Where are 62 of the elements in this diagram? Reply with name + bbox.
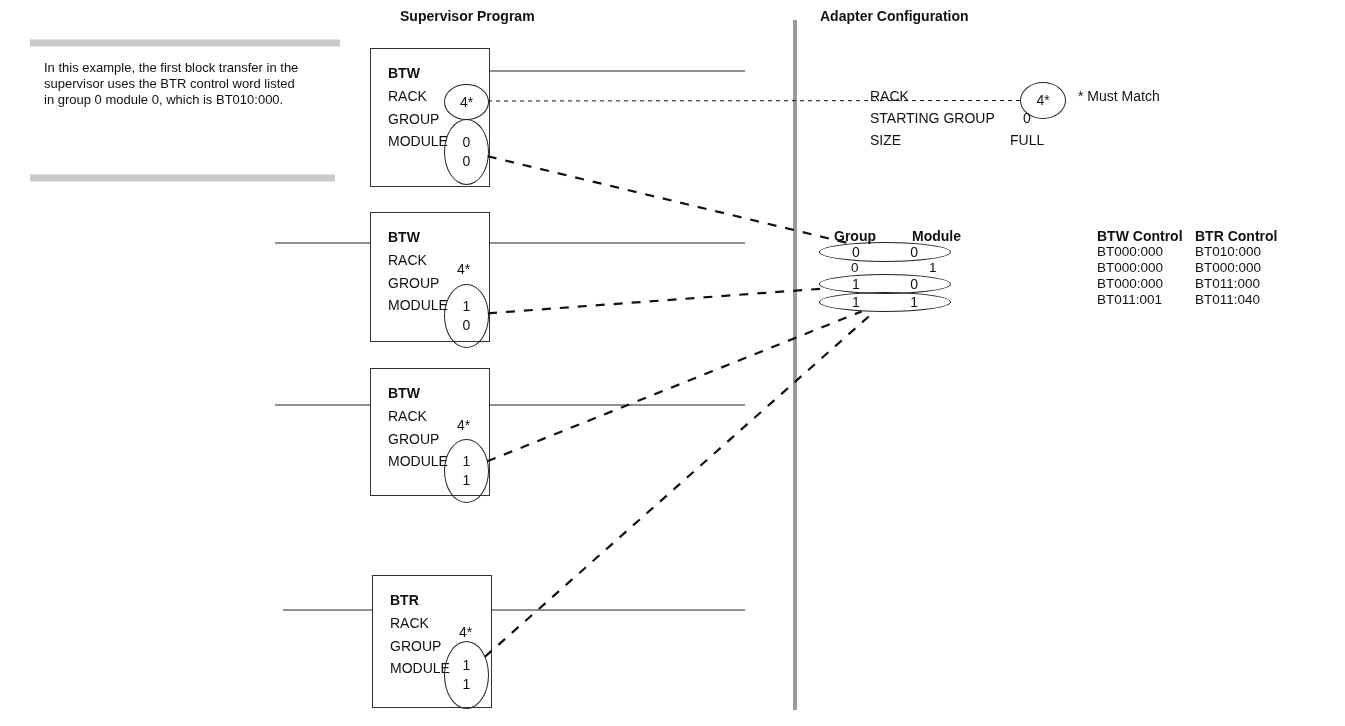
section-heading: Supervisor Program	[400, 8, 535, 24]
value-text: 0	[852, 243, 860, 262]
field-label: GROUP	[388, 275, 440, 291]
column-header: Group	[834, 228, 876, 244]
instruction-name: BTW	[388, 229, 420, 245]
section-heading: Adapter Configuration	[820, 8, 969, 24]
value-text: 1	[852, 292, 860, 312]
table-cell: BT011:040	[1195, 292, 1261, 308]
field-label: RACK	[390, 615, 429, 631]
instruction-block	[370, 48, 490, 187]
table-cell: 1	[929, 260, 937, 276]
field-label: GROUP	[388, 431, 440, 447]
value-text: 1	[462, 675, 471, 694]
table-cell: 0	[851, 260, 859, 276]
instruction-name: BTR	[390, 592, 419, 608]
column-header: BTR Control	[1195, 228, 1278, 244]
value-text: 1	[910, 292, 918, 312]
table-cell: BT000:000	[1195, 260, 1262, 276]
value-text: 0	[462, 133, 471, 152]
field-label: RACK	[388, 408, 427, 424]
value-text: 1	[462, 471, 471, 490]
table-cell: BT000:000	[1097, 276, 1164, 292]
field-label: MODULE	[388, 133, 448, 149]
value-text: 1	[852, 274, 860, 294]
field-label: MODULE	[388, 453, 448, 469]
field-label: STARTING GROUP	[870, 110, 995, 126]
value-text: 4*	[457, 417, 471, 433]
field-label: SIZE	[870, 132, 902, 148]
value-text: 4*	[1036, 91, 1050, 110]
table-cell: BT010:000	[1195, 244, 1262, 260]
table-cell: BT011:001	[1097, 292, 1163, 308]
field-label: RACK	[388, 88, 427, 104]
value-text: 0	[1023, 110, 1031, 126]
value-text: 0	[462, 152, 471, 171]
table-cell: BT011:000	[1195, 276, 1261, 292]
field-label: GROUP	[390, 638, 442, 654]
table-cell: BT000:000	[1097, 244, 1164, 260]
value-text: 0	[462, 316, 471, 335]
leader-line	[487, 100, 1021, 102]
instruction-name: BTW	[388, 65, 420, 81]
field-label: MODULE	[388, 297, 448, 313]
value-text: 4*	[457, 261, 471, 277]
note-text: In this example, the first block transfer in the supervisor uses the BTR control word listed in group 0 module 0, which is BT010:000.	[44, 60, 300, 108]
value-text: 1	[462, 297, 471, 316]
value-text: FULL	[1010, 132, 1045, 148]
value-text: 4*	[459, 624, 473, 640]
field-label: GROUP	[388, 111, 440, 127]
value-text: 0	[910, 274, 918, 294]
table-cell: BT000:000	[1097, 260, 1164, 276]
instruction-name: BTW	[388, 385, 420, 401]
footnote-text: * Must Match	[1078, 88, 1160, 104]
value-text: 1	[462, 656, 471, 675]
field-label: MODULE	[390, 660, 450, 676]
instruction-block	[372, 575, 492, 708]
value-text: 1	[462, 452, 471, 471]
column-header: Module	[912, 228, 961, 244]
field-label: RACK	[870, 88, 909, 104]
leader-line	[486, 310, 862, 463]
field-label: RACK	[388, 252, 427, 268]
value-text: 0	[910, 242, 918, 262]
value-text: 4*	[459, 92, 474, 112]
column-header: BTW Control	[1097, 228, 1183, 244]
